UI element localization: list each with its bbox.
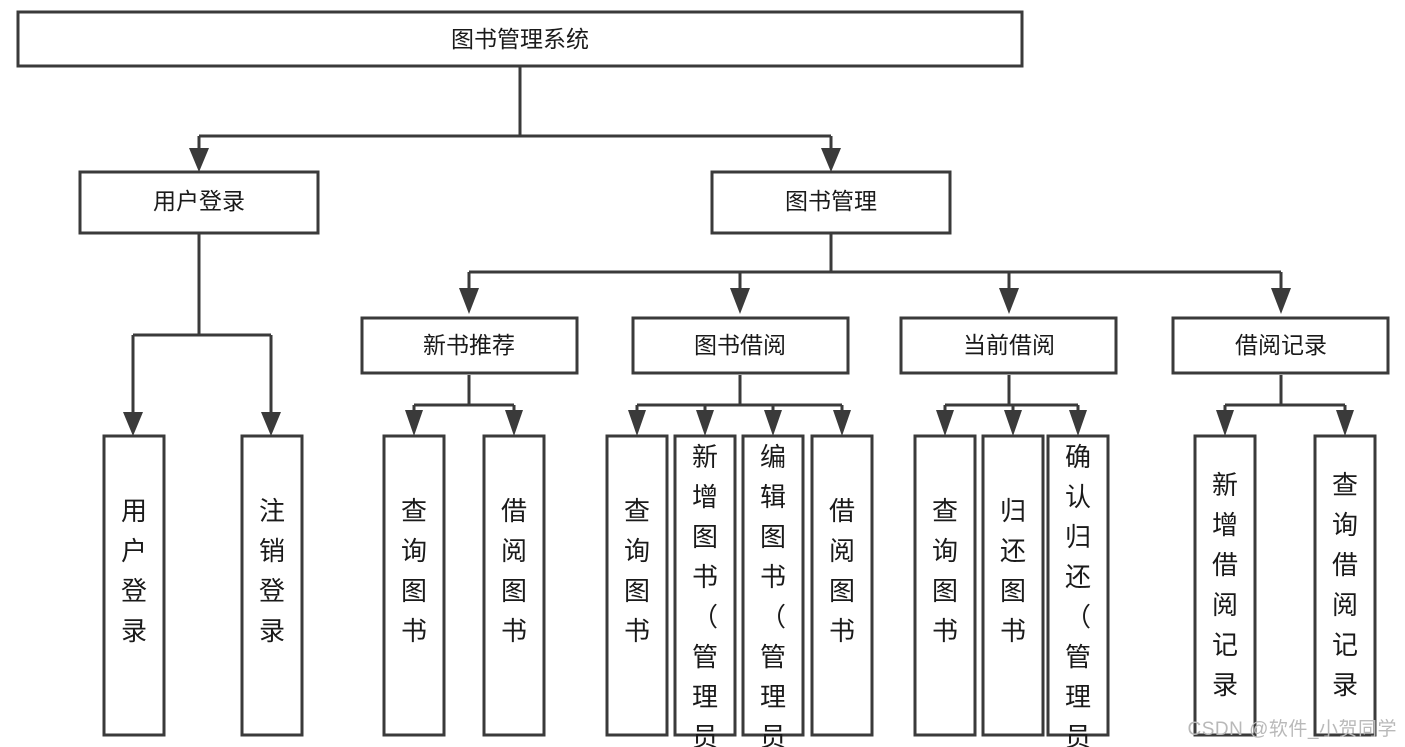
arrow-book-mgmt-to-current-borrow — [999, 288, 1019, 314]
arrow-current-borrow-leaf-1 — [936, 410, 954, 436]
leaf-current-query[interactable]: 查询图书 — [913, 434, 977, 737]
node-book-management-label: 图书管理 — [785, 188, 877, 214]
node-root-box[interactable] — [16, 10, 1024, 68]
leaf-logout-label: 注销登录 — [259, 496, 285, 646]
leaf-current-return[interactable]: 归还图书 — [981, 434, 1045, 737]
leaf-borrow-book-label: 借阅图书 — [829, 496, 855, 646]
leaf-borrow-edit-book-box[interactable] — [741, 434, 805, 737]
leaf-borrow-add-book-label: 新增图书（管理员） — [692, 442, 718, 747]
leaf-borrow-add-book-box[interactable] — [673, 434, 737, 737]
leaf-record-query[interactable]: 查询借阅记录 — [1313, 434, 1377, 737]
node-root-label: 图书管理系统 — [451, 26, 589, 52]
node-book-borrow-label: 图书借阅 — [694, 332, 786, 358]
leaf-new-book-borrow-box[interactable] — [482, 434, 546, 737]
leaf-current-query-label: 查询图书 — [932, 496, 958, 646]
arrow-root-to-user-login — [189, 148, 209, 172]
arrow-book-mgmt-to-book-borrow — [730, 288, 750, 314]
leaf-borrow-edit-book-label: 编辑图书（管理员） — [760, 442, 786, 747]
leaf-record-add-label: 新增借阅记录 — [1212, 470, 1238, 700]
leaf-record-add-box[interactable] — [1193, 434, 1257, 737]
leaf-borrow-add-book[interactable]: 新增图书（管理员） — [673, 434, 737, 747]
arrow-root-to-book-mgmt — [821, 148, 841, 172]
node-current-borrow-label: 当前借阅 — [963, 332, 1055, 358]
arrow-book-borrow-leaf-4 — [833, 410, 851, 436]
connectors — [123, 66, 1354, 436]
leaf-borrow-book-box[interactable] — [810, 434, 874, 737]
node-current-borrow[interactable]: 当前借阅 — [899, 316, 1118, 375]
node-new-book-recommend-label: 新书推荐 — [423, 332, 515, 358]
leaf-record-query-label: 查询借阅记录 — [1332, 470, 1358, 700]
node-root[interactable]: 图书管理系统 — [16, 10, 1024, 68]
arrow-current-borrow-leaf-2 — [1004, 410, 1022, 436]
leaf-current-query-box[interactable] — [913, 434, 977, 737]
node-borrow-record-box[interactable] — [1171, 316, 1390, 375]
arrow-borrow-record-leaf-2 — [1336, 410, 1354, 436]
node-book-borrow-box[interactable] — [631, 316, 850, 375]
node-new-book-recommend[interactable]: 新书推荐 — [360, 316, 579, 375]
arrow-new-book-leaf-2 — [505, 410, 523, 436]
leaf-user-login[interactable]: 用户登录 — [102, 434, 166, 737]
arrow-user-login-leaf-1 — [123, 412, 143, 436]
node-new-book-recommend-box[interactable] — [360, 316, 579, 375]
leaf-new-book-query-label: 查询图书 — [401, 496, 427, 646]
leaf-borrow-edit-book[interactable]: 编辑图书（管理员） — [741, 434, 805, 747]
node-user-login[interactable]: 用户登录 — [78, 170, 320, 235]
leaf-user-login-box[interactable] — [102, 434, 166, 737]
leaf-borrow-book[interactable]: 借阅图书 — [810, 434, 874, 737]
arrow-book-borrow-leaf-3 — [764, 410, 782, 436]
arrow-new-book-leaf-1 — [405, 410, 423, 436]
leaf-nodes: 用户登录 注销登录 查询图书 借阅图书 查询图书 新 — [102, 434, 1377, 747]
leaf-current-confirm-return-label: 确认归还（管理员） — [1065, 442, 1091, 747]
arrow-book-borrow-leaf-1 — [628, 410, 646, 436]
leaf-borrow-query-label: 查询图书 — [624, 496, 650, 646]
leaf-current-confirm-return[interactable]: 确认归还（管理员） — [1046, 434, 1110, 747]
node-user-login-box[interactable] — [78, 170, 320, 235]
arrow-current-borrow-leaf-3 — [1069, 410, 1087, 436]
leaf-record-query-box[interactable] — [1313, 434, 1377, 737]
arrow-book-mgmt-to-borrow-record — [1271, 288, 1291, 314]
node-book-borrow[interactable]: 图书借阅 — [631, 316, 850, 375]
arrow-user-login-leaf-2 — [261, 412, 281, 436]
watermark: CSDN @软件_小贺同学 — [1187, 719, 1397, 740]
leaf-new-book-borrow-label: 借阅图书 — [501, 496, 527, 646]
node-book-management[interactable]: 图书管理 — [710, 170, 952, 235]
leaf-logout-box[interactable] — [240, 434, 304, 737]
node-current-borrow-box[interactable] — [899, 316, 1118, 375]
arrow-borrow-record-leaf-1 — [1216, 410, 1234, 436]
node-borrow-record-label: 借阅记录 — [1235, 332, 1327, 358]
leaf-current-return-box[interactable] — [981, 434, 1045, 737]
leaf-logout[interactable]: 注销登录 — [240, 434, 304, 737]
node-user-login-label: 用户登录 — [153, 188, 245, 214]
arrow-book-borrow-leaf-2 — [696, 410, 714, 436]
leaf-new-book-borrow[interactable]: 借阅图书 — [482, 434, 546, 737]
leaf-borrow-query-box[interactable] — [605, 434, 669, 737]
leaf-new-book-query[interactable]: 查询图书 — [382, 434, 446, 737]
node-borrow-record[interactable]: 借阅记录 — [1171, 316, 1390, 375]
arrow-book-mgmt-to-new-book — [459, 288, 479, 314]
node-book-management-box[interactable] — [710, 170, 952, 235]
leaf-new-book-query-box[interactable] — [382, 434, 446, 737]
leaf-current-confirm-return-box[interactable] — [1046, 434, 1110, 737]
leaf-user-login-label: 用户登录 — [121, 496, 147, 646]
leaf-current-return-label: 归还图书 — [1000, 496, 1026, 646]
leaf-record-add[interactable]: 新增借阅记录 — [1193, 434, 1257, 737]
leaf-borrow-query[interactable]: 查询图书 — [605, 434, 669, 737]
